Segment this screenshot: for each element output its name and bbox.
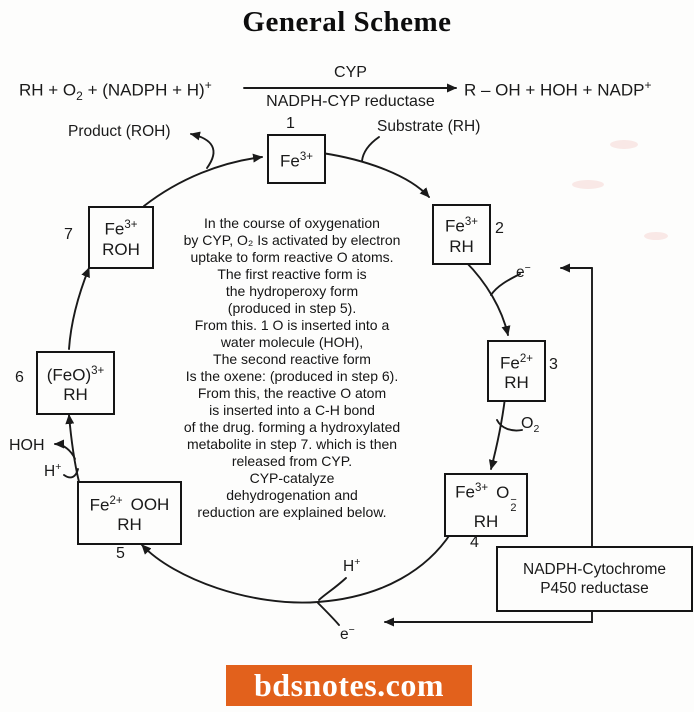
cycle-box-step4: Fe3+O−2 RH bbox=[444, 473, 528, 537]
arrow-hoh-branch bbox=[54, 439, 76, 460]
arc-step7-to-1 bbox=[143, 153, 263, 207]
branch-h-plus-bottom bbox=[318, 577, 347, 601]
reductase-line1: NADPH-Cytochrome bbox=[523, 561, 666, 578]
scan-artifact bbox=[610, 140, 638, 149]
step1-formula: Fe3+ bbox=[280, 150, 313, 171]
step5-substrate: RH bbox=[117, 515, 142, 535]
equation-arrow-bottom-label: NADPH-CYP reductase bbox=[266, 93, 435, 110]
step3-formula: Fe2+ bbox=[500, 352, 533, 373]
branch-h-plus-left bbox=[63, 468, 79, 479]
center-text-line: (produced in step 5). bbox=[227, 300, 357, 316]
step4-substrate: RH bbox=[473, 511, 499, 531]
center-text-line: the hydroperoxy form bbox=[225, 283, 359, 299]
water-label: HOH bbox=[9, 437, 45, 454]
bdsnotes-watermark: bdsnotes.com bbox=[226, 665, 472, 706]
arc-step5-to-6 bbox=[65, 414, 80, 483]
product-label: Product (ROH) bbox=[68, 123, 171, 140]
arc-step2-to-3 bbox=[464, 260, 511, 336]
step-number-3: 3 bbox=[549, 356, 558, 373]
proton-label-left: H+ bbox=[44, 461, 62, 481]
step3-substrate: RH bbox=[504, 373, 529, 393]
step2-substrate: RH bbox=[449, 236, 474, 256]
step-number-4: 4 bbox=[470, 534, 479, 551]
oxygen-label: O2 bbox=[521, 415, 540, 436]
center-text-line: The first reactive form is bbox=[217, 266, 367, 282]
branch-substrate bbox=[361, 136, 380, 162]
electron-label-bottom: e− bbox=[340, 624, 355, 644]
center-text-line: metabolite in step 7. which is then bbox=[186, 436, 398, 452]
step-number-7: 7 bbox=[64, 226, 73, 243]
step-number-5: 5 bbox=[116, 545, 125, 562]
step-number-1: 1 bbox=[286, 115, 295, 132]
cycle-box-step5: Fe2+OOH RH bbox=[77, 481, 182, 545]
center-text-line: by CYP, O₂ Is activated by electron bbox=[183, 232, 401, 248]
center-text-line: uptake to form reactive O atoms. bbox=[190, 249, 394, 265]
step7-formula: Fe3+ bbox=[104, 219, 138, 239]
step6-formula: (FeO)3+ bbox=[46, 364, 105, 385]
center-text-line: is inserted into a C-H bond bbox=[209, 402, 375, 418]
step6-substrate: RH bbox=[63, 385, 88, 405]
page-title: General Scheme bbox=[242, 6, 452, 38]
center-text-line: water molecule (HOH), bbox=[220, 334, 364, 350]
step5-formula: Fe2+OOH bbox=[89, 494, 170, 515]
equation-left-side: RH + O2 + (NADPH + H)+ bbox=[19, 78, 212, 104]
scan-artifact bbox=[644, 232, 668, 240]
center-text-line: From this, the reactive O atom bbox=[197, 385, 387, 401]
reductase-box: NADPH-Cytochrome P450 reductase bbox=[496, 546, 693, 612]
arc-step4-to-5 bbox=[141, 532, 452, 604]
branch-electron-bottom bbox=[317, 602, 340, 626]
center-text-line: From this. 1 O is inserted into a bbox=[194, 317, 390, 333]
arc-step3-to-4 bbox=[488, 397, 506, 470]
superoxide-charge: −2 bbox=[510, 493, 517, 514]
equation-arrow-top-label: CYP bbox=[334, 64, 367, 81]
center-text-line: In the course of oxygenation bbox=[204, 215, 380, 231]
center-text-line: reduction are explained below. bbox=[197, 504, 387, 520]
arc-step1-to-2 bbox=[321, 152, 430, 198]
center-text-line: Is the oxene: (produced in step 6). bbox=[185, 368, 399, 384]
center-text-line: CYP-catalyze bbox=[249, 470, 335, 486]
equation-right-side: R – OH + HOH + NADP+ bbox=[464, 78, 652, 100]
step-number-6: 6 bbox=[15, 369, 24, 386]
step4-formula: Fe3+O−2 bbox=[455, 482, 517, 514]
cycle-box-step1: Fe3+ bbox=[267, 134, 326, 184]
arc-step6-to-7 bbox=[68, 267, 90, 350]
substrate-label: Substrate (RH) bbox=[377, 118, 481, 135]
cycle-box-step6: (FeO)3+ RH bbox=[36, 351, 115, 415]
center-text-line: released from CYP. bbox=[231, 453, 353, 469]
step2-formula: Fe3+ bbox=[445, 216, 478, 236]
arrow-product-branch bbox=[190, 131, 215, 169]
cycle-box-step7: Fe3+ ROH bbox=[88, 206, 154, 269]
branch-o2 bbox=[496, 419, 523, 432]
cycle-box-step2: Fe3+ RH bbox=[432, 204, 491, 265]
center-text-line: The second reactive form bbox=[213, 351, 371, 367]
center-text-line: dehydrogenation and bbox=[226, 487, 358, 503]
reductase-line2: P450 reductase bbox=[540, 580, 649, 597]
electron-label-top: e− bbox=[516, 262, 531, 282]
center-text-line: of the drug. forming a hydroxylated bbox=[183, 419, 401, 435]
cycle-box-step3: Fe2+ RH bbox=[487, 340, 546, 402]
step7-product: ROH bbox=[102, 239, 140, 259]
step-number-2: 2 bbox=[495, 220, 504, 237]
center-explanation: In the course of oxygenation by CYP, O₂ … bbox=[142, 215, 442, 521]
proton-label-bottom: H+ bbox=[343, 556, 361, 576]
scan-artifact bbox=[572, 180, 604, 189]
